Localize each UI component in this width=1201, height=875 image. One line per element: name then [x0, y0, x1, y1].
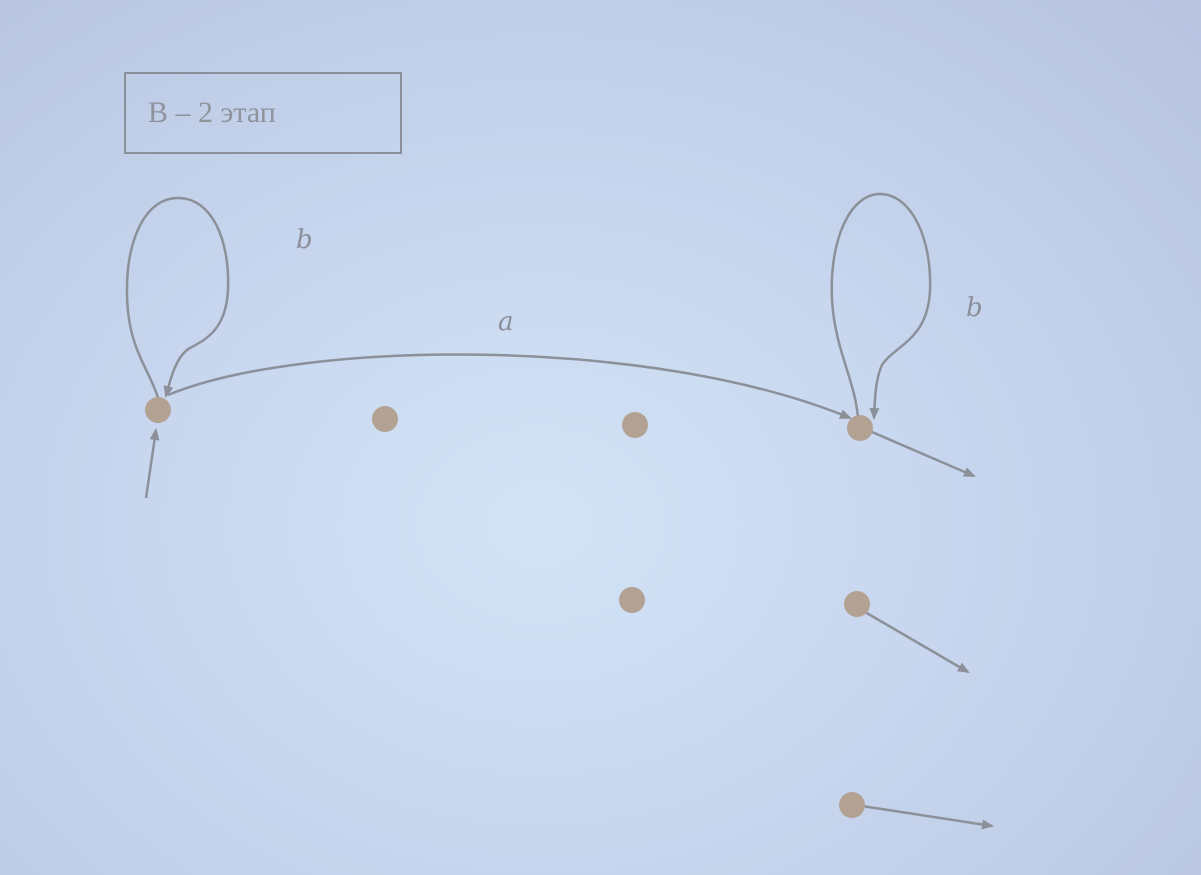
left-self-loop — [125, 196, 230, 399]
state-node-4 — [847, 415, 873, 441]
outgoing-arrow-1 — [871, 430, 976, 478]
start-arrow — [144, 428, 160, 499]
outgoing-arrow-3 — [861, 804, 994, 830]
state-node-5 — [619, 587, 645, 613]
stage-label-box: B – 2 этап — [124, 72, 402, 154]
label-arc: a — [498, 307, 514, 337]
right-self-loop — [830, 192, 932, 420]
label-right-loop: b — [966, 293, 983, 323]
label-left-loop: b — [296, 225, 313, 255]
state-node-6 — [844, 591, 870, 617]
state-node-2 — [372, 406, 398, 432]
transition-arc-a — [167, 353, 852, 420]
state-node-3 — [622, 412, 648, 438]
stage-title: B – 2 этап — [148, 96, 276, 129]
state-node-7 — [839, 792, 865, 818]
state-node-1 — [145, 397, 171, 423]
outgoing-arrow-2 — [864, 610, 970, 674]
